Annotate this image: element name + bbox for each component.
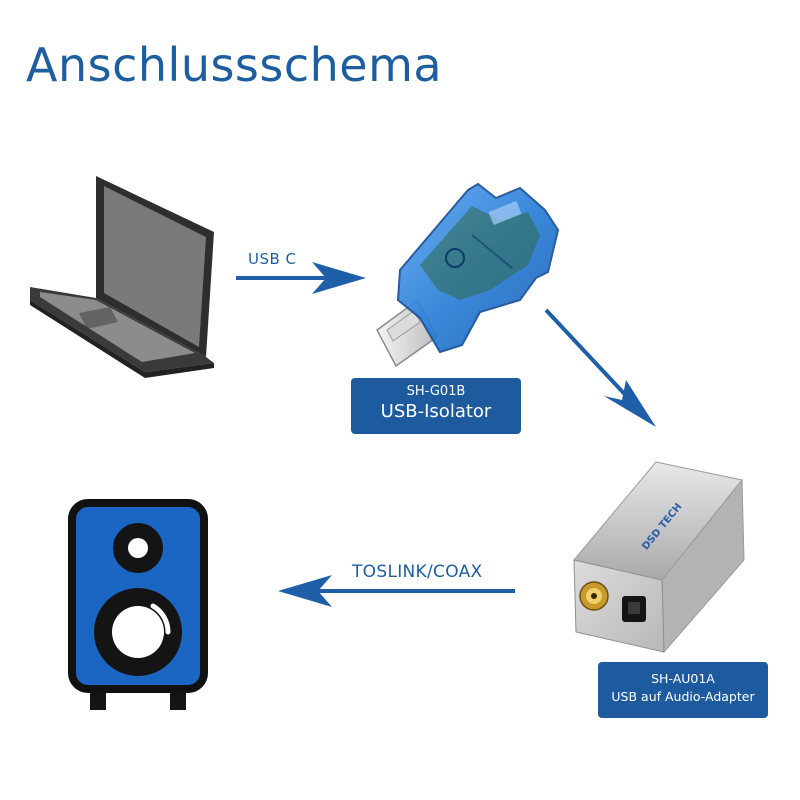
isolator-name: USB-Isolator <box>380 401 492 422</box>
usb-isolator-image <box>376 182 560 368</box>
arrow-usb-c <box>236 262 366 294</box>
speaker-icon <box>68 499 208 710</box>
adapter-label-box: SH-AU01A USB auf Audio-Adapter <box>598 662 768 718</box>
toslink-coax-label: TOSLINK/COAX <box>352 562 483 582</box>
usb-c-label: USB C <box>248 250 297 268</box>
arrow-to-adapter <box>544 308 656 427</box>
arrow-toslink <box>278 575 515 607</box>
adapter-model: SH-AU01A <box>651 671 715 686</box>
laptop-icon <box>30 176 214 378</box>
isolator-label-box: SH-G01B USB-Isolator <box>351 378 521 434</box>
audio-adapter-image: DSD TECH <box>573 461 745 654</box>
adapter-name: USB auf Audio-Adapter <box>611 689 755 704</box>
page-title: Anschlussschema <box>26 38 443 92</box>
isolator-model: SH-G01B <box>406 384 466 399</box>
